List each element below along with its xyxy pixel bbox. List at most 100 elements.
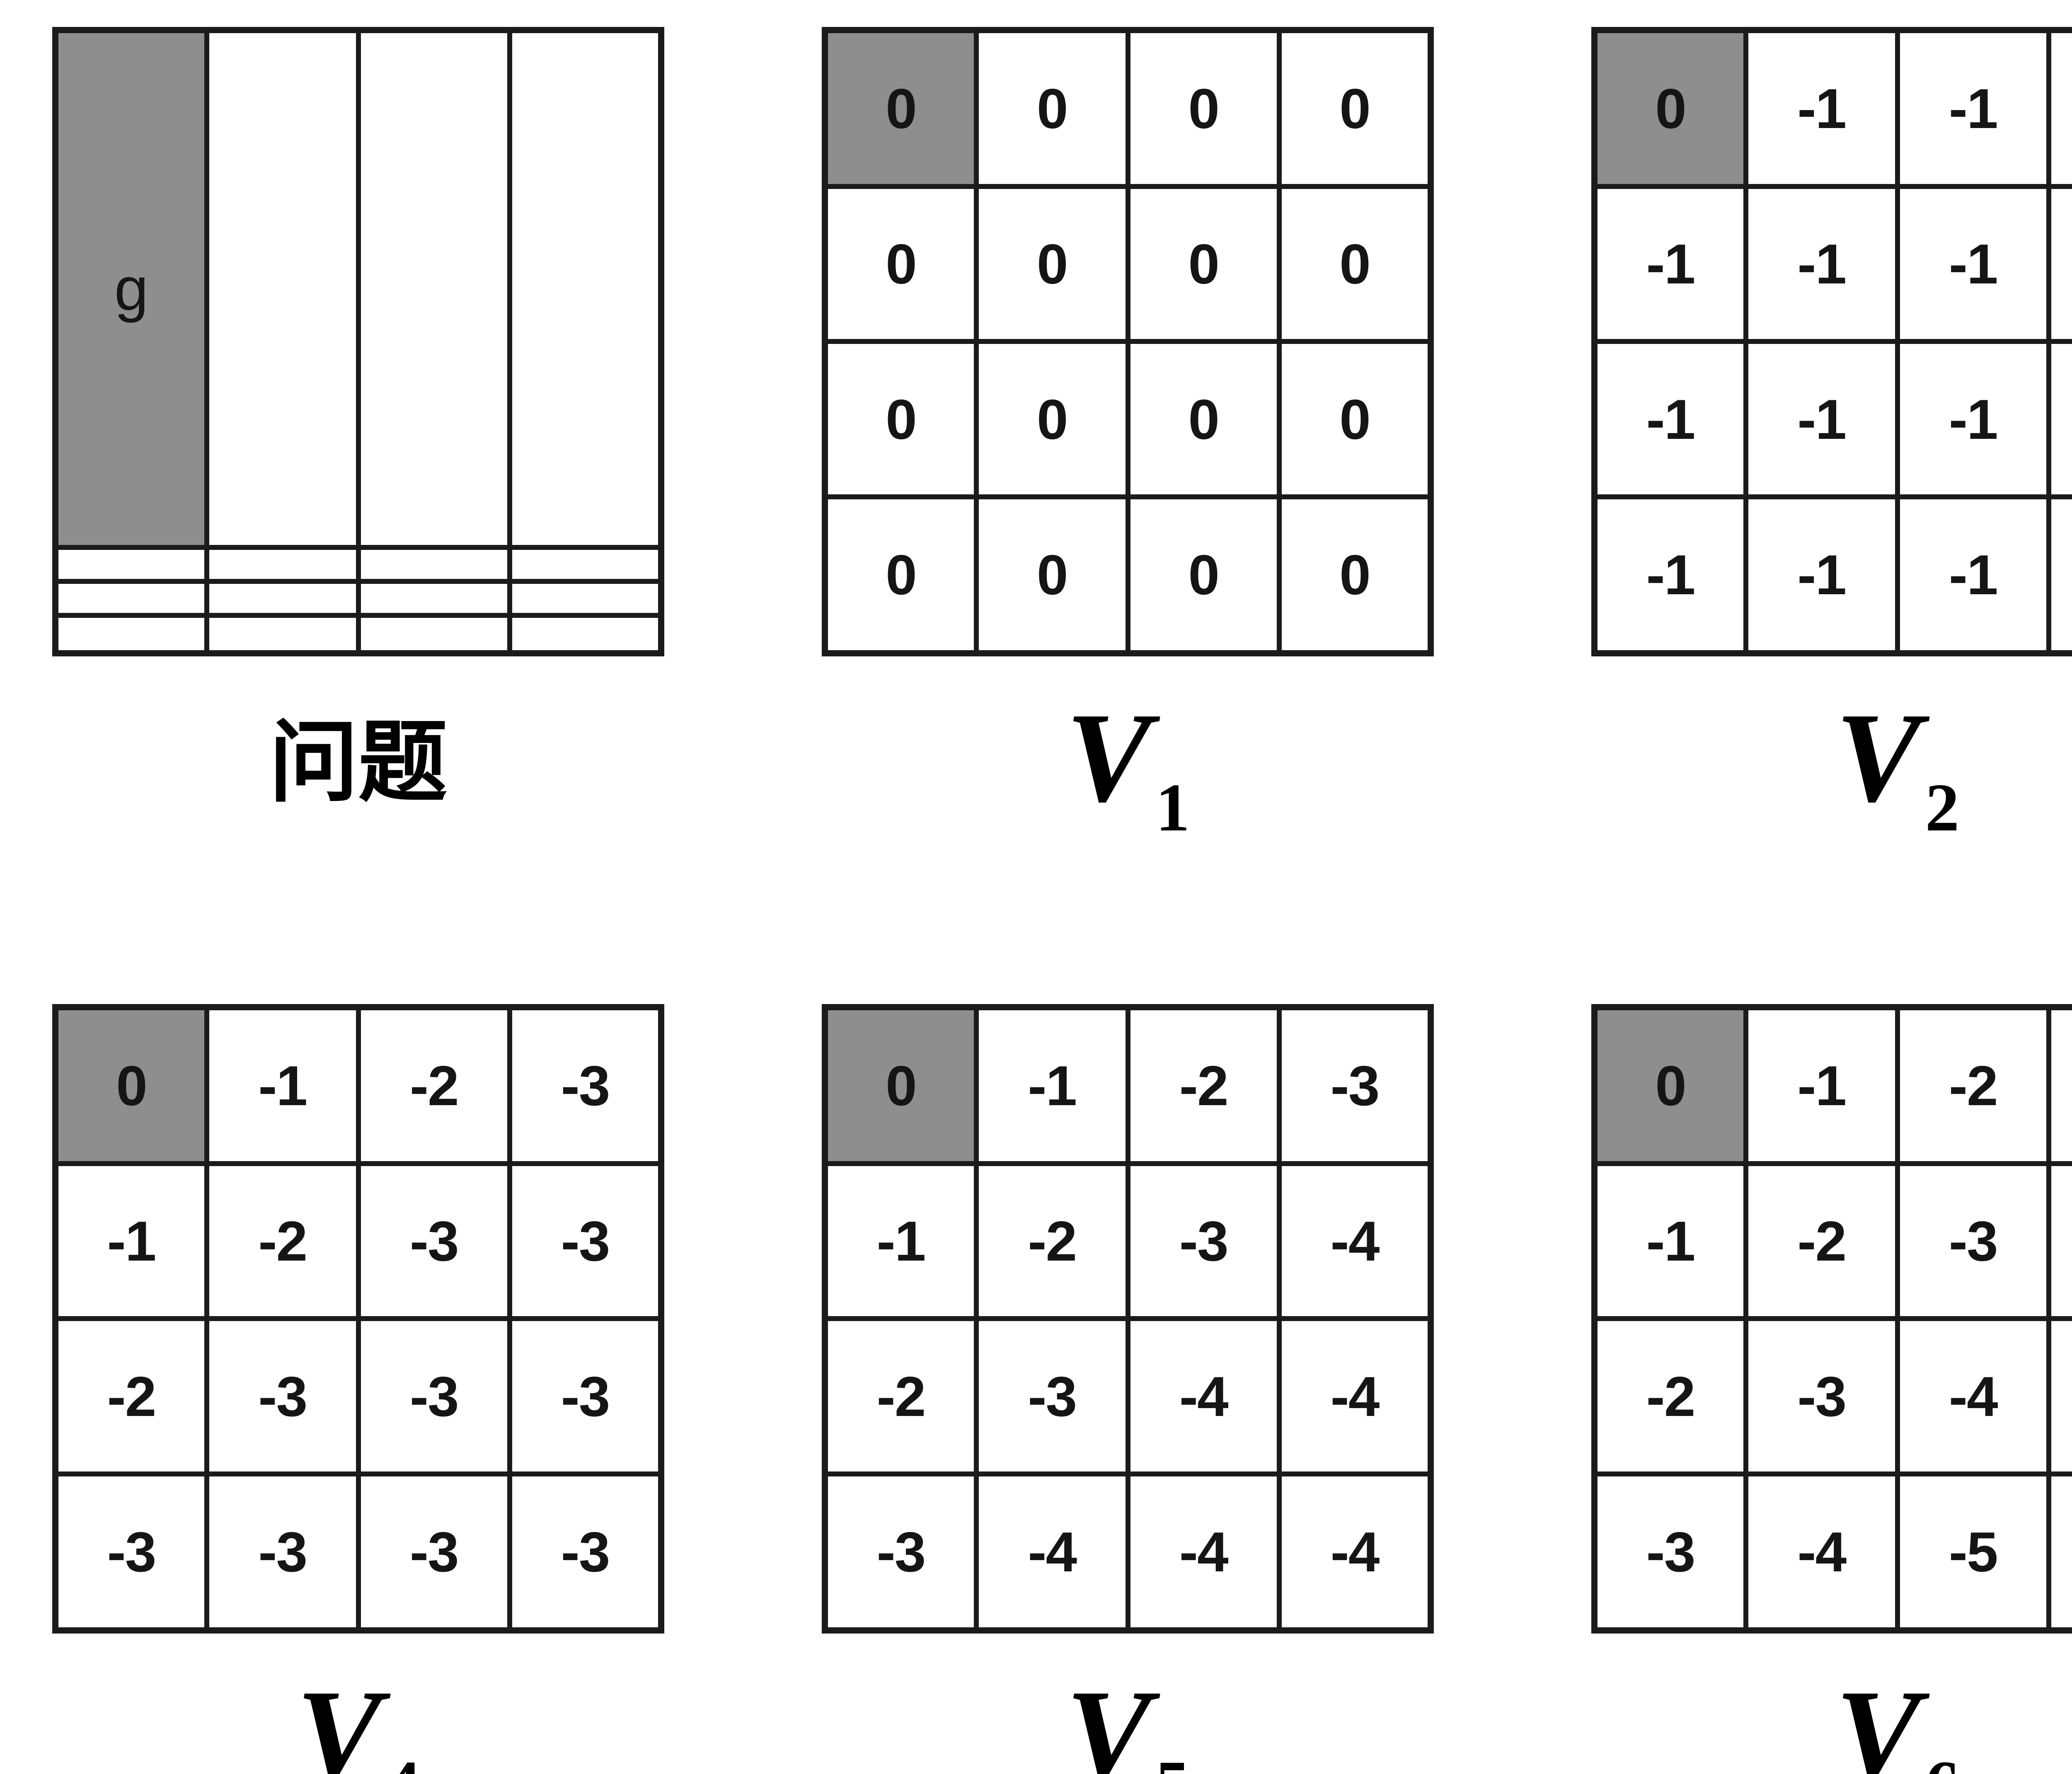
grid-figure: 0-1-2-3-1-2-3-4-2-3-4-5-3-4-5-5 V6 bbox=[1591, 1004, 2072, 1774]
grid-cell: -2 bbox=[1125, 1004, 1282, 1167]
grid-cell: -1 bbox=[1592, 494, 1748, 656]
grid-cell: 0 bbox=[1125, 339, 1282, 499]
grid-cell: -1 bbox=[1743, 339, 1900, 499]
grid-row: -1-2-3-3 bbox=[53, 1161, 664, 1321]
grid-cell: 0 bbox=[974, 339, 1130, 499]
grid-cell: -1 bbox=[204, 1004, 361, 1167]
grid-cell bbox=[53, 578, 209, 618]
grid-cell: -3 bbox=[1592, 1471, 1748, 1633]
grid-caption: V6 bbox=[1591, 1671, 2072, 1774]
grid-caption: V2 bbox=[1591, 687, 2072, 842]
grid-cell: -4 bbox=[1125, 1471, 1282, 1633]
grid-cell: -3 bbox=[1125, 1161, 1282, 1321]
grid-cell: -1 bbox=[53, 1161, 209, 1321]
goal-cell: 0 bbox=[822, 27, 979, 189]
grid-cell: 0 bbox=[1277, 339, 1433, 499]
grid-row: g bbox=[53, 27, 664, 550]
grid-row: -3-4-5-5 bbox=[1592, 1471, 2072, 1633]
grid-cell: -4 bbox=[1125, 1316, 1282, 1476]
grid-cell: -3 bbox=[507, 1161, 664, 1321]
grid-row: -1-2-3-4 bbox=[1592, 1161, 2072, 1321]
grid-row: -1-1-1-1 bbox=[1592, 494, 2072, 656]
grid-cell: -3 bbox=[53, 1471, 209, 1633]
grid-cell: -1 bbox=[2046, 184, 2072, 344]
grid-cell: -5 bbox=[1895, 1471, 2051, 1633]
grid-cell: -3 bbox=[204, 1471, 361, 1633]
caption-iteration-subscript: 4 bbox=[386, 1750, 421, 1774]
goal-cell: 0 bbox=[1592, 27, 1748, 189]
figures-row-bottom: 0-1-2-3-1-2-3-3-2-3-3-3-3-3-3-3 V4 0-1-2… bbox=[52, 1004, 2072, 1774]
grid-cell: 0 bbox=[1277, 27, 1433, 189]
grid-row bbox=[53, 612, 664, 656]
grid-cell: -3 bbox=[356, 1471, 512, 1633]
grid-cell bbox=[204, 578, 361, 618]
grid-cell: -4 bbox=[1277, 1161, 1433, 1321]
caption-iteration-subscript: 2 bbox=[1925, 770, 1960, 845]
grid-figure: 0-1-1-1-1-1-1-1-1-1-1-1-1-1-1-1 V2 bbox=[1591, 27, 2072, 914]
grid-cell: -1 bbox=[822, 1161, 979, 1321]
grid-cell bbox=[204, 612, 361, 656]
grid-row: 0-1-2-3 bbox=[53, 1004, 664, 1167]
grid-row: -1-1-1-1 bbox=[1592, 184, 2072, 344]
grid-row: -3-3-3-3 bbox=[53, 1471, 664, 1633]
grid-cell: -2 bbox=[1895, 1004, 2051, 1167]
caption-iteration-subscript: 6 bbox=[1925, 1750, 1960, 1774]
grid-cell: -3 bbox=[507, 1316, 664, 1476]
grid-cell: -3 bbox=[507, 1471, 664, 1633]
grid-cell: -1 bbox=[1592, 1161, 1748, 1321]
caption-value-symbol: V bbox=[1835, 687, 1921, 829]
grid-cell: 0 bbox=[974, 184, 1130, 344]
grid-row: -1-1-1-1 bbox=[1592, 339, 2072, 499]
grid-cell bbox=[356, 578, 512, 618]
grid-cell: -5 bbox=[2046, 1316, 2072, 1476]
caption-iteration-subscript: 5 bbox=[1156, 1750, 1190, 1774]
grid-cell: -1 bbox=[1743, 184, 1900, 344]
grid-cell: -1 bbox=[1743, 1004, 1900, 1167]
grid-cell bbox=[53, 545, 209, 584]
grid-cell: -4 bbox=[2046, 1161, 2072, 1321]
grid-cell: -3 bbox=[1895, 1161, 2051, 1321]
goal-cell: 0 bbox=[53, 1004, 209, 1167]
grid-cell: -3 bbox=[1277, 1004, 1433, 1167]
grid-cell: 0 bbox=[822, 184, 979, 344]
grid-cell: -2 bbox=[1592, 1316, 1748, 1476]
grid-figure: g 问题 bbox=[52, 27, 664, 914]
grid-table: 0-1-2-3-1-2-3-3-2-3-3-3-3-3-3-3 bbox=[52, 1004, 664, 1634]
grid-table: 0-1-2-3-1-2-3-4-2-3-4-5-3-4-5-5 bbox=[1591, 1004, 2072, 1634]
grid-table: 0-1-1-1-1-1-1-1-1-1-1-1-1-1-1-1 bbox=[1591, 27, 2072, 656]
grid-cell: -1 bbox=[1592, 339, 1748, 499]
grid-cell: -1 bbox=[1743, 27, 1900, 189]
grid-cell bbox=[507, 545, 664, 584]
grid-cell: -3 bbox=[356, 1316, 512, 1476]
grid-cell: -1 bbox=[1895, 27, 2051, 189]
caption-value-symbol: V bbox=[1065, 1664, 1152, 1774]
grid-cell: -4 bbox=[974, 1471, 1130, 1633]
grid-cell: 0 bbox=[822, 339, 979, 499]
grid-cell: -4 bbox=[1277, 1316, 1433, 1476]
grid-cell: -3 bbox=[1743, 1316, 1900, 1476]
grid-caption: 问题 bbox=[269, 714, 448, 813]
grid-cell: -1 bbox=[1895, 494, 2051, 656]
grid-row: -2-3-3-3 bbox=[53, 1316, 664, 1476]
caption-value-symbol: V bbox=[1065, 687, 1152, 829]
grid-cell: -4 bbox=[1743, 1471, 1900, 1633]
grid-cell: 0 bbox=[1277, 184, 1433, 344]
grid-row: -1-2-3-4 bbox=[822, 1161, 1433, 1321]
grid-cell: -4 bbox=[1895, 1316, 2051, 1476]
grid-table: 0-1-2-3-1-2-3-4-2-3-4-4-3-4-4-4 bbox=[822, 1004, 1434, 1634]
grid-cell bbox=[507, 612, 664, 656]
grid-caption: V4 bbox=[52, 1671, 664, 1774]
grid-cell bbox=[356, 27, 512, 550]
grid-cell: 0 bbox=[1125, 184, 1282, 344]
grid-cell: -1 bbox=[1743, 494, 1900, 656]
grid-cell: -1 bbox=[2046, 27, 2072, 189]
grid-caption: V1 bbox=[822, 687, 1434, 842]
grid-cell: -3 bbox=[507, 1004, 664, 1167]
grid-cell: -2 bbox=[204, 1161, 361, 1321]
grid-cell: 0 bbox=[822, 494, 979, 656]
